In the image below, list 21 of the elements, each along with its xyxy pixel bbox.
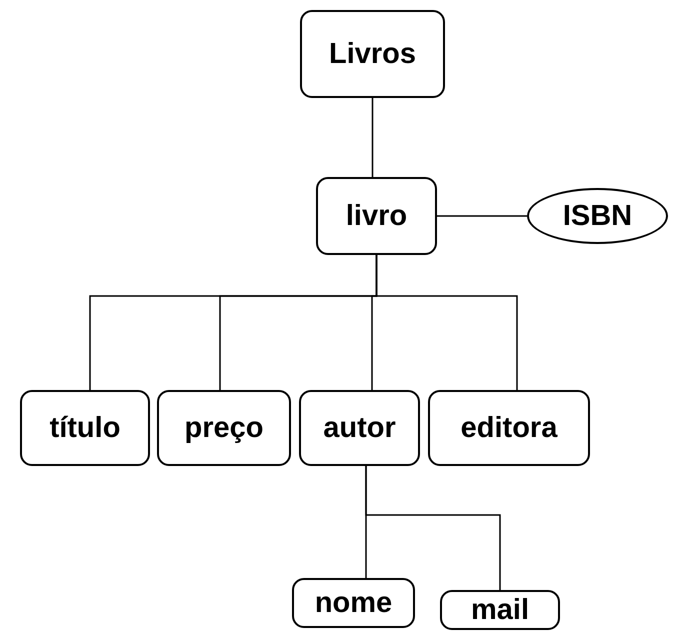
element-box: [300, 10, 445, 98]
connector-line: [372, 98, 374, 177]
element-box: [440, 590, 560, 630]
element-box: [428, 390, 590, 466]
node-label: livro: [346, 202, 408, 230]
node-label: preço: [184, 414, 264, 442]
node-label: editora: [460, 414, 558, 442]
element-box: [316, 177, 437, 255]
node-label: título: [50, 414, 120, 442]
node-label: Livros: [328, 40, 416, 68]
element-box: [157, 390, 291, 466]
node-label: nome: [314, 588, 392, 618]
element-box: [292, 578, 415, 628]
node-label: ISBN: [562, 202, 632, 230]
connector-line: [437, 215, 527, 217]
node-label: mail: [470, 596, 530, 624]
element-box: [20, 390, 150, 466]
connector-line: [365, 466, 501, 590]
connector-line: [376, 255, 518, 390]
element-box: [299, 390, 420, 466]
node-label: autor: [323, 414, 396, 442]
